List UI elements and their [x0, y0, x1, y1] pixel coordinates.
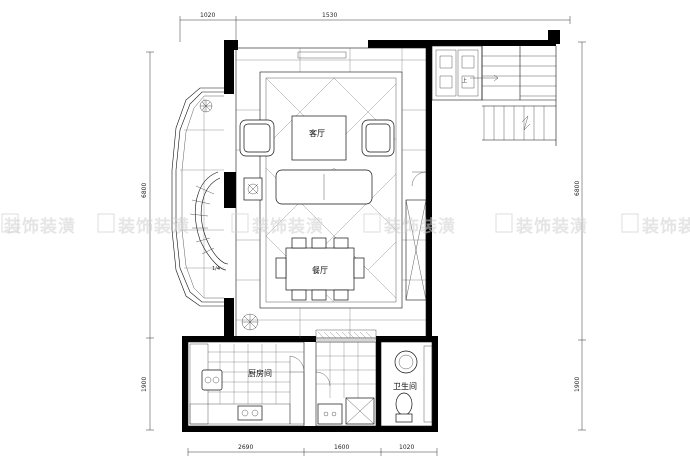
room-label-dining: 餐厅 [312, 266, 328, 275]
dim-right-lower: 1900 [574, 377, 581, 392]
dim-bottom-2: 1600 [334, 444, 349, 451]
svg-text:装饰装潢: 装饰装潢 [251, 216, 324, 237]
kitchen-sink [201, 369, 223, 391]
room-label-kitchen: 厨房间 [248, 368, 272, 378]
corridor [315, 329, 377, 427]
watermark-logos: 装饰装潢 装饰装潢 装饰装潢 装饰装潢 装饰装潢 装饰装潢 [1, 213, 690, 237]
watermark-logo: 装饰装潢 [363, 213, 456, 237]
stair-up-mark: 上 [462, 77, 467, 84]
dimension-labels: 1020 1530 6800 6800 1900 1900 2690 1600 … [141, 12, 581, 451]
dining-furniture: 餐厅 [275, 237, 365, 301]
watermark-logo: 装饰装潢 [495, 213, 588, 237]
watermark-logo: 装饰装潢 [231, 213, 324, 237]
bay-window [171, 87, 224, 307]
watermark-logo: 装饰装潢 [621, 213, 690, 237]
svg-text:装饰装潢: 装饰装潢 [515, 216, 588, 237]
toilet [395, 392, 413, 416]
watermark-logo: 装饰装潢 [97, 213, 190, 237]
washbasin [394, 350, 418, 374]
svg-text:装饰装潢: 装饰装潢 [383, 216, 456, 237]
walls [182, 30, 560, 432]
room-label-living: 客厅 [309, 128, 325, 138]
room-label-bathroom: 卫生间 [393, 381, 417, 391]
bathroom: 卫生间 [380, 341, 433, 427]
plants [199, 99, 259, 331]
dim-left-height: 6800 [141, 183, 148, 198]
spiral-stair: 1/4 [189, 171, 229, 272]
living-furniture: 客厅 [239, 115, 395, 205]
dim-top-right: 1530 [322, 12, 337, 19]
dim-bottom-1: 2690 [238, 444, 253, 451]
dimension-lines [146, 16, 586, 456]
svg-text:装饰装潢: 装饰装潢 [641, 216, 690, 237]
dim-top-left: 1020 [200, 12, 215, 19]
watermark-logo: 装饰装潢 [1, 213, 76, 237]
dim-bottom-3: 1020 [399, 444, 414, 451]
coffee-table [291, 115, 347, 161]
stair-mark: 1/4 [212, 266, 220, 272]
dim-left-lower: 1900 [141, 377, 148, 392]
right-stair: 上 [431, 45, 557, 146]
svg-text:装饰装潢: 装饰装潢 [117, 216, 190, 237]
stove [237, 405, 263, 421]
dim-right-height: 6800 [574, 181, 581, 196]
kitchen: 厨房间 [187, 341, 305, 427]
svg-text:装饰装潢: 装饰装潢 [3, 216, 76, 237]
